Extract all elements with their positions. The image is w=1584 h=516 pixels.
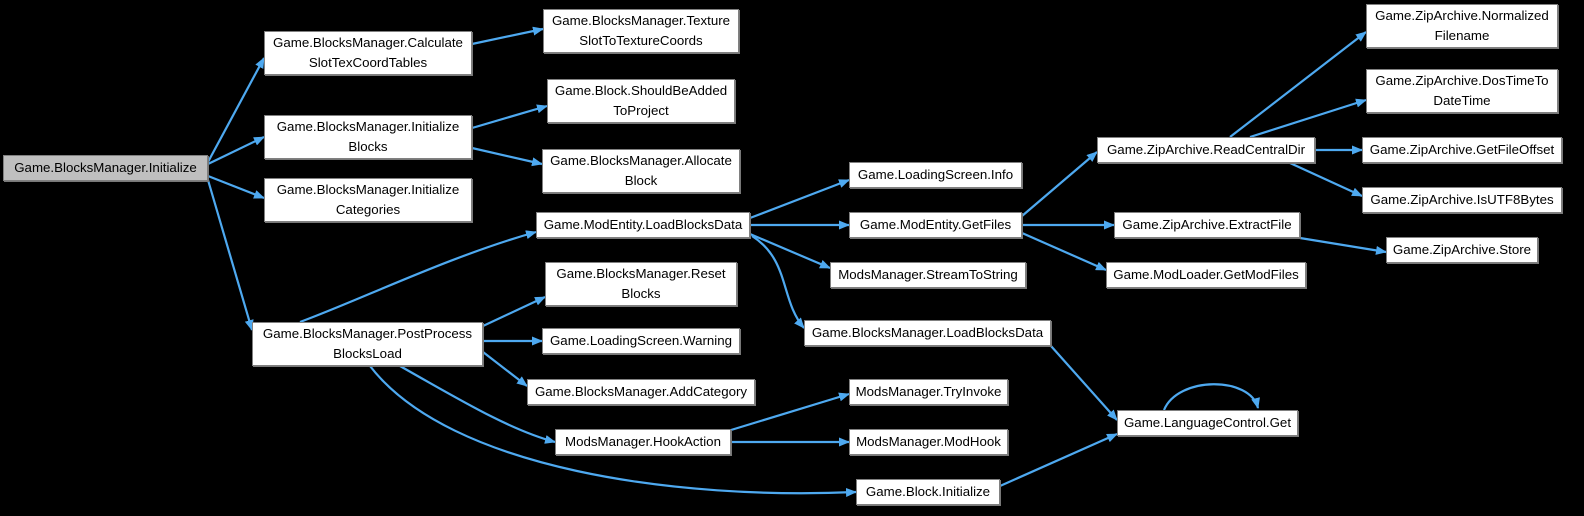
graph-node-label: Game.BlocksManager.Allocate Block xyxy=(550,153,732,188)
graph-edge-n9-to-n19 xyxy=(1021,151,1098,217)
graph-node-n19[interactable]: Game.ZipArchive.ReadCentralDir xyxy=(1097,137,1315,163)
graph-node-label: Game.ModEntity.GetFiles xyxy=(859,217,1012,232)
graph-node-n21[interactable]: Game.ModLoader.GetModFiles xyxy=(1106,262,1306,288)
graph-node-label: Game.BlocksManager.Reset Blocks xyxy=(556,266,726,301)
graph-edge-n27-to-n14 xyxy=(482,351,528,387)
graph-edge-n27-to-n11 xyxy=(482,296,546,327)
graph-edge-n18-to-n28 xyxy=(999,432,1118,488)
graph-node-n28[interactable]: Game.LanguageControl.Get xyxy=(1117,410,1298,436)
graph-node-n7[interactable]: Game.ModEntity.LoadBlocksData xyxy=(536,212,750,238)
graph-edge-n19-to-n22 xyxy=(1229,31,1367,138)
graph-node-n13[interactable]: Game.BlocksManager.LoadBlocksData xyxy=(804,320,1051,346)
graph-node-n0[interactable]: Game.BlocksManager.Initialize xyxy=(3,155,208,181)
graph-node-label: Game.Block.ShouldBeAdded ToProject xyxy=(554,83,728,118)
graph-node-n17[interactable]: ModsManager.ModHook xyxy=(849,429,1008,455)
graph-edge-n1-to-n4 xyxy=(471,26,544,46)
graph-node-n18[interactable]: Game.Block.Initialize xyxy=(856,479,1000,505)
graph-node-label: Game.BlocksManager.Calculate SlotTexCoor… xyxy=(273,35,463,70)
graph-edge-n7-to-n10 xyxy=(749,232,831,270)
graph-edge-n0-to-n3 xyxy=(207,174,265,200)
graph-edge-n0-to-n27 xyxy=(206,179,254,331)
graph-node-n20[interactable]: Game.ZipArchive.ExtractFile xyxy=(1114,212,1300,238)
graph-node-label: Game.Block.Initialize xyxy=(865,484,991,499)
graph-edge-n7-to-n8 xyxy=(749,178,850,220)
graph-edge-n13-to-n28 xyxy=(1050,345,1118,421)
graph-node-n25[interactable]: Game.ZipArchive.IsUTF8Bytes xyxy=(1362,187,1562,213)
graph-node-n2[interactable]: Game.BlocksManager.Initialize Blocks xyxy=(264,115,472,159)
graph-edge-n0-to-n2 xyxy=(207,136,265,165)
graph-edge-n20-to-n26 xyxy=(1299,236,1387,255)
graph-node-n12[interactable]: Game.LoadingScreen.Warning xyxy=(542,328,740,354)
graph-node-n26[interactable]: Game.ZipArchive.Store xyxy=(1386,237,1538,263)
graph-node-label: Game.BlocksManager.AddCategory xyxy=(534,384,748,399)
graph-edge-n19-to-n25 xyxy=(1289,162,1363,197)
graph-node-n16[interactable]: ModsManager.TryInvoke xyxy=(849,379,1008,405)
graph-node-label: Game.LanguageControl.Get xyxy=(1123,415,1292,430)
graph-node-label: Game.LoadingScreen.Info xyxy=(857,167,1014,182)
graph-node-n23[interactable]: Game.ZipArchive.DosTimeTo DateTime xyxy=(1366,69,1558,113)
graph-node-label: Game.ZipArchive.ExtractFile xyxy=(1122,217,1292,232)
graph-edge-n19-to-n23 xyxy=(1249,98,1367,139)
graph-node-n22[interactable]: Game.ZipArchive.Normalized Filename xyxy=(1366,4,1558,48)
graph-node-label: ModsManager.HookAction xyxy=(565,434,721,449)
graph-node-label: Game.BlocksManager.Initialize Categories xyxy=(276,182,460,217)
graph-edge-n27-to-n7 xyxy=(299,230,537,324)
graph-node-n11[interactable]: Game.BlocksManager.Reset Blocks xyxy=(545,262,737,306)
graph-node-n6[interactable]: Game.BlocksManager.Allocate Block xyxy=(542,149,740,193)
graph-node-n8[interactable]: Game.LoadingScreen.Info xyxy=(849,162,1022,188)
graph-node-label: Game.ModEntity.LoadBlocksData xyxy=(543,217,743,232)
graph-edge-n7-to-n13 xyxy=(751,235,805,329)
graph-node-label: ModsManager.TryInvoke xyxy=(855,384,1002,399)
graph-node-n24[interactable]: Game.ZipArchive.GetFileOffset xyxy=(1362,137,1562,163)
graph-node-label: Game.BlocksManager.PostProcess BlocksLoa… xyxy=(262,326,473,361)
graph-node-n27[interactable]: Game.BlocksManager.PostProcess BlocksLoa… xyxy=(252,322,483,366)
graph-node-n9[interactable]: Game.ModEntity.GetFiles xyxy=(849,212,1022,238)
graph-edge-n2-to-n5 xyxy=(471,104,548,130)
graph-node-label: Game.ZipArchive.IsUTF8Bytes xyxy=(1370,192,1554,207)
graph-node-n14[interactable]: Game.BlocksManager.AddCategory xyxy=(527,379,755,405)
graph-edge-n2-to-n6 xyxy=(471,146,543,167)
graph-node-label: Game.ZipArchive.ReadCentralDir xyxy=(1106,142,1306,157)
graph-edge-n28-to-n28 xyxy=(1162,383,1260,411)
graph-node-label: Game.ZipArchive.DosTimeTo DateTime xyxy=(1375,73,1549,108)
graph-node-label: Game.ZipArchive.Normalized Filename xyxy=(1375,8,1549,43)
graph-node-label: Game.BlocksManager.Initialize xyxy=(14,160,197,175)
graph-node-label: Game.ModLoader.GetModFiles xyxy=(1113,267,1299,282)
graph-node-label: Game.ZipArchive.GetFileOffset xyxy=(1369,142,1555,157)
graph-edge-n9-to-n21 xyxy=(1021,231,1107,272)
graph-node-label: Game.LoadingScreen.Warning xyxy=(549,333,733,348)
graph-node-n3[interactable]: Game.BlocksManager.Initialize Categories xyxy=(264,178,472,222)
graph-node-label: Game.BlocksManager.LoadBlocksData xyxy=(811,325,1044,340)
graph-node-n1[interactable]: Game.BlocksManager.Calculate SlotTexCoor… xyxy=(264,31,472,75)
graph-node-label: ModsManager.ModHook xyxy=(856,434,1001,449)
graph-node-n5[interactable]: Game.Block.ShouldBeAdded ToProject xyxy=(547,79,735,123)
graph-node-label: Game.BlocksManager.Texture SlotToTexture… xyxy=(551,13,731,48)
graph-node-n10[interactable]: ModsManager.StreamToString xyxy=(830,262,1026,288)
graph-node-label: Game.ZipArchive.Store xyxy=(1392,242,1532,257)
graph-edge-n0-to-n1 xyxy=(207,57,265,163)
graph-node-n4[interactable]: Game.BlocksManager.Texture SlotToTexture… xyxy=(543,9,739,53)
graph-node-label: Game.BlocksManager.Initialize Blocks xyxy=(276,119,460,154)
graph-node-label: ModsManager.StreamToString xyxy=(838,267,1018,282)
graph-node-n15[interactable]: ModsManager.HookAction xyxy=(555,429,731,455)
